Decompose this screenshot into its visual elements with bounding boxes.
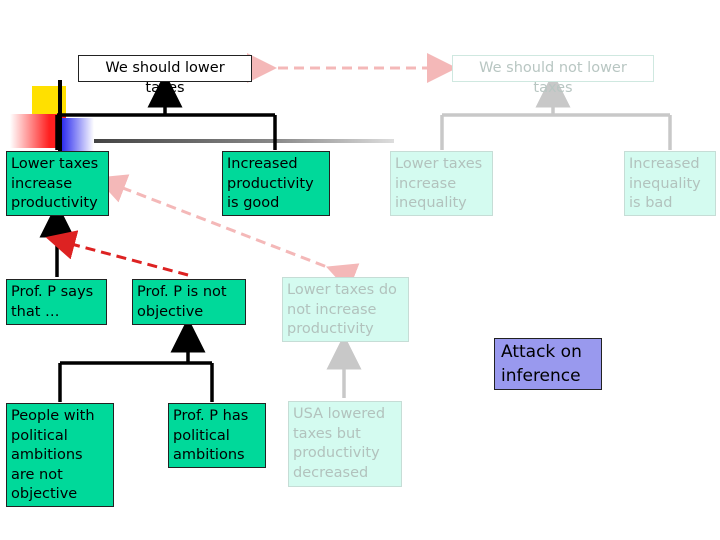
- decor-horizontal-line: [94, 139, 394, 143]
- claim-not-lower-taxes: We should not lower taxes: [452, 55, 654, 96]
- premise-lower-taxes-not-increase-productivity: Lower taxes do not increase productivity: [282, 277, 409, 342]
- support-connector-not-lower-taxes: [440, 72, 672, 150]
- attack-arrow-inference: [45, 230, 189, 277]
- claim-lower-taxes: We should lower taxes: [78, 55, 252, 96]
- decor-blue-square: [60, 118, 94, 152]
- premise-prof-p-not-objective: Prof. P is not objective: [132, 279, 246, 325]
- premise-prof-p-political-ambitions: Prof. P has political ambitions: [168, 403, 266, 468]
- support-connector-lower-taxes: [55, 72, 277, 150]
- premise-lower-taxes-increase-productivity: Lower taxes increase productivity: [6, 151, 109, 216]
- premise-political-ambitions-not-objective: People with political ambitions are not …: [6, 403, 114, 507]
- premise-prof-p-says: Prof. P says that …: [6, 279, 107, 325]
- support-connector-not-objective: [58, 317, 214, 402]
- premise-increased-productivity-good: Increased productivity is good: [222, 151, 330, 216]
- premise-usa-lowered-taxes: USA lowered taxes but productivity decre…: [288, 401, 402, 487]
- label-attack-on-inference: Attack on inference: [494, 338, 602, 390]
- attack-arrow-productivity: [96, 174, 360, 292]
- premise-increased-inequality-bad: Increased inequality is bad: [624, 151, 716, 216]
- premise-lower-taxes-increase-inequality: Lower taxes increase inequality: [390, 151, 493, 216]
